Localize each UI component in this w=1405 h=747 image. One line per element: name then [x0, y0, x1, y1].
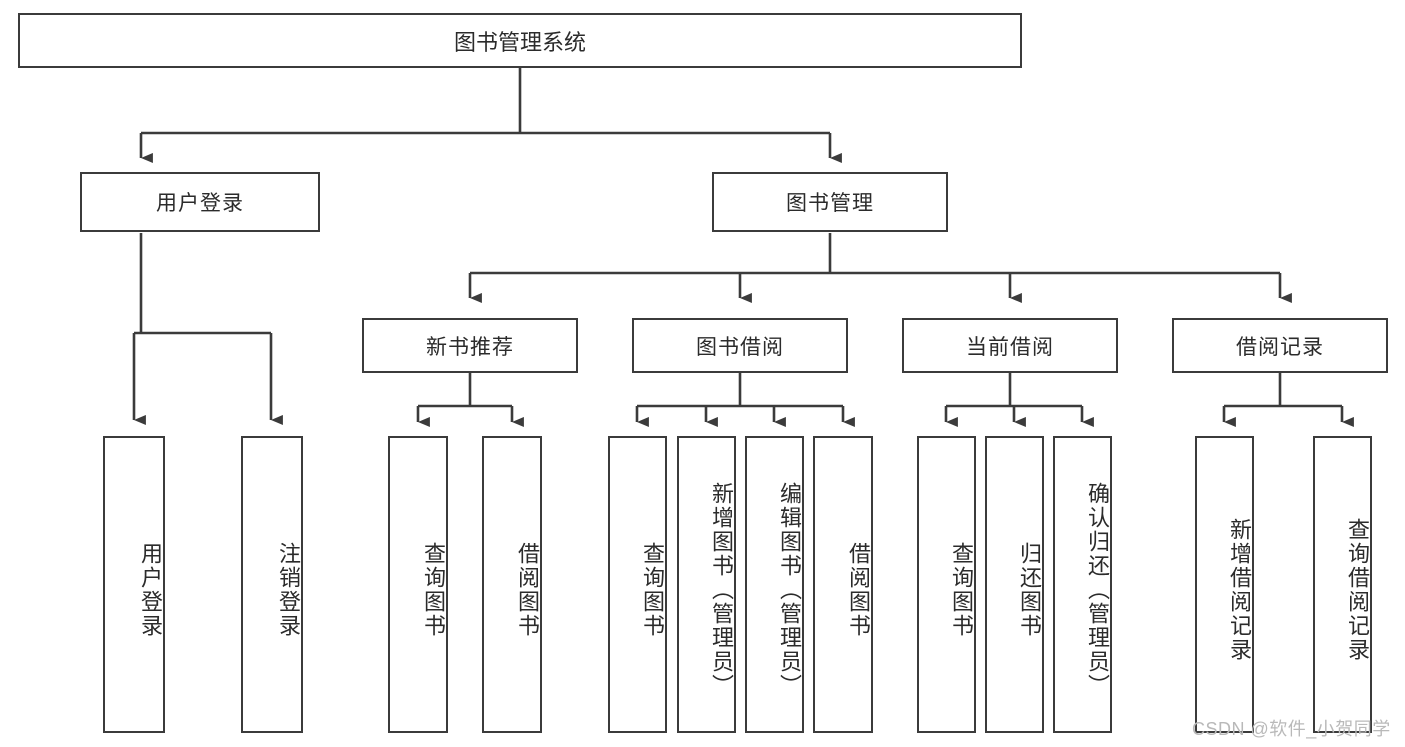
node-leaf-add-record-label: 新增借阅记录 — [1227, 517, 1252, 662]
node-leaf-borrow-book-2[interactable]: 借阅图书 — [813, 436, 873, 733]
node-leaf-query-book-3[interactable]: 查询图书 — [917, 436, 976, 733]
node-leaf-return-book-label: 归还图书 — [1017, 541, 1042, 638]
node-book-management[interactable]: 图书管理 — [712, 172, 948, 232]
node-leaf-query-book-2-label: 查询图书 — [640, 541, 665, 638]
node-leaf-query-book-2[interactable]: 查询图书 — [608, 436, 667, 733]
node-leaf-add-book[interactable]: 新增图书（管理员） — [677, 436, 736, 733]
node-root-label: 图书管理系统 — [453, 29, 586, 55]
node-current-borrow[interactable]: 当前借阅 — [902, 318, 1118, 373]
node-book-management-label: 图书管理 — [786, 192, 874, 215]
node-leaf-user-logout[interactable]: 注销登录 — [241, 436, 303, 733]
node-user-login[interactable]: 用户登录 — [80, 172, 320, 232]
node-leaf-borrow-book-1-label: 借阅图书 — [515, 541, 540, 638]
node-leaf-return-book[interactable]: 归还图书 — [985, 436, 1044, 733]
node-leaf-borrow-book-2-label: 借阅图书 — [846, 541, 871, 638]
node-leaf-edit-book[interactable]: 编辑图书（管理员） — [745, 436, 804, 733]
node-leaf-edit-book-label: 编辑图书（管理员） — [777, 481, 802, 698]
node-borrow-record-label: 借阅记录 — [1236, 335, 1324, 359]
node-new-book-recommend-label: 新书推荐 — [426, 335, 514, 359]
csdn-watermark: CSDN @软件_小贺同学 — [1192, 719, 1391, 739]
node-root[interactable]: 图书管理系统 — [18, 13, 1022, 68]
node-book-borrow-label: 图书借阅 — [696, 335, 784, 359]
node-book-borrow[interactable]: 图书借阅 — [632, 318, 848, 373]
node-leaf-add-book-label: 新增图书（管理员） — [709, 481, 734, 698]
node-leaf-borrow-book-1[interactable]: 借阅图书 — [482, 436, 542, 733]
node-leaf-query-record-label: 查询借阅记录 — [1345, 517, 1370, 662]
node-leaf-user-login[interactable]: 用户登录 — [103, 436, 165, 733]
node-new-book-recommend[interactable]: 新书推荐 — [362, 318, 578, 373]
node-leaf-add-record[interactable]: 新增借阅记录 — [1195, 436, 1254, 733]
node-leaf-query-book-3-label: 查询图书 — [949, 541, 974, 638]
node-current-borrow-label: 当前借阅 — [966, 335, 1054, 359]
node-user-login-label: 用户登录 — [156, 192, 244, 215]
node-leaf-query-record[interactable]: 查询借阅记录 — [1313, 436, 1372, 733]
node-leaf-user-login-label: 用户登录 — [138, 541, 163, 638]
node-leaf-confirm-return[interactable]: 确认归还（管理员） — [1053, 436, 1112, 733]
node-leaf-query-book-1[interactable]: 查询图书 — [388, 436, 448, 733]
node-leaf-confirm-return-label: 确认归还（管理员） — [1085, 481, 1110, 698]
node-leaf-query-book-1-label: 查询图书 — [421, 541, 446, 638]
node-borrow-record[interactable]: 借阅记录 — [1172, 318, 1388, 373]
node-leaf-user-logout-label: 注销登录 — [276, 541, 301, 638]
